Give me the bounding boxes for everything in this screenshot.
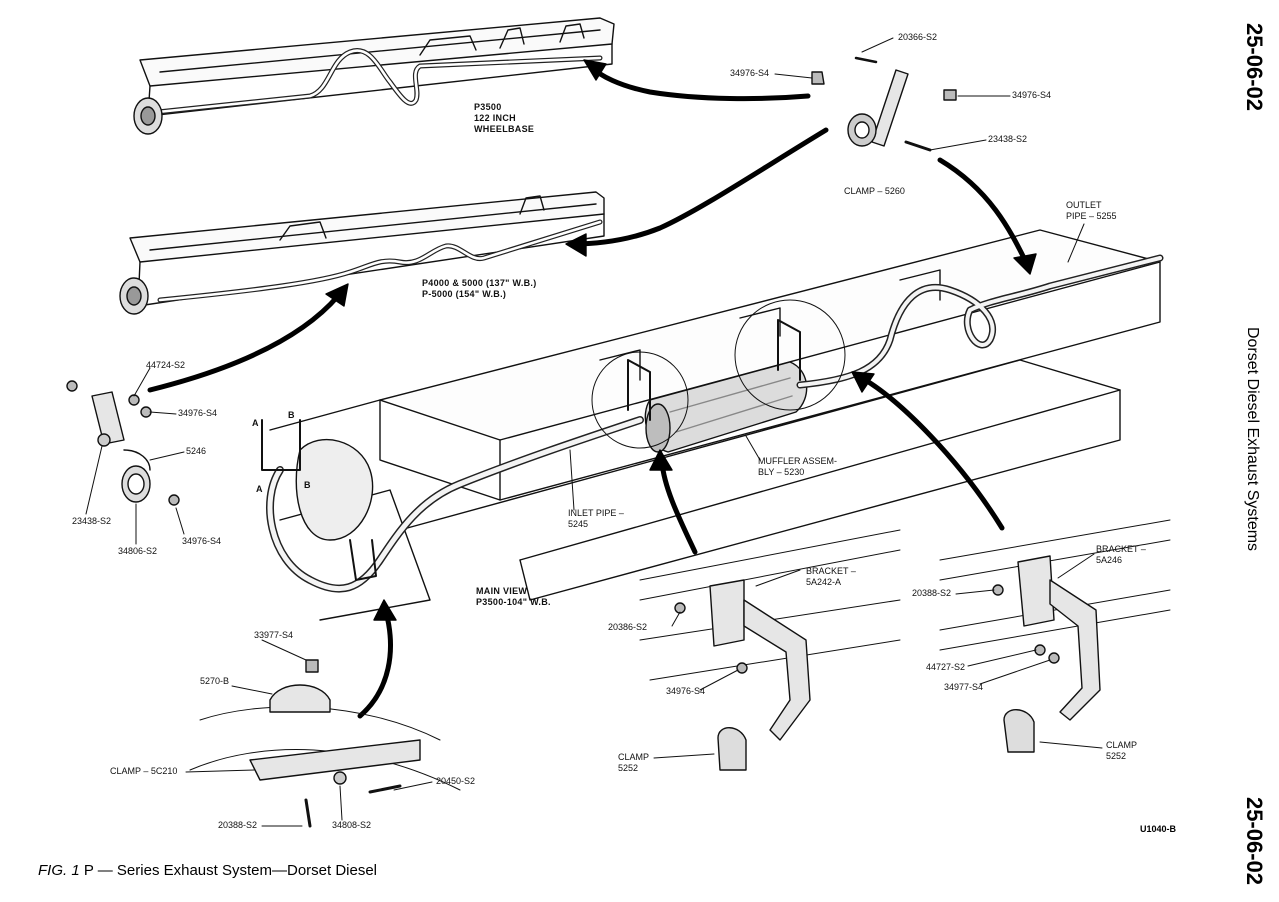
part-34806-s2: 34806-S2 [118,546,158,556]
main-hangers [261,319,801,581]
figure-caption: FIG. 1 P — Series Exhaust System—Dorset … [38,862,377,879]
bracket-5a246-detail [939,519,1171,753]
part-20386-s2: 20386-S2 [608,622,648,632]
page-number-bottom: 25-06-02 [1242,796,1268,886]
part-5246: 5246 [186,446,207,456]
label-clamp-5c210: CLAMP – 5C210 [110,766,178,776]
label-bracket-5a246: BRACKET – 5A246 [1096,544,1146,565]
part-34976-s4-e: 34976-S4 [666,686,706,696]
detail-circle-left [591,351,689,449]
clamp-5260-exploded [811,56,957,152]
label-muffler: MUFFLER ASSEM- BLY – 5230 [758,456,838,477]
label-bracket-5a242: BRACKET – 5A242-A [806,566,856,587]
frame-detail-p4000-5000 [119,191,605,315]
detail-circle-right [734,299,846,411]
part-44724-s2: 44724-S2 [146,360,186,370]
side-title: Dorset Diesel Exhaust Systems [1244,326,1262,552]
part-5270-b: 5270-B [200,676,230,686]
frame-detail-p3500-122 [133,17,615,135]
label-inlet-pipe: INLET PIPE – 5245 [568,508,624,529]
part-20388-s2-b: 20388-S2 [912,588,952,598]
left-hanger-exploded [66,380,180,506]
mark-b-top: B [288,410,295,420]
mark-b-bottom: B [304,480,311,490]
main-view-frame [269,229,1161,621]
figure-caption-text: P — Series Exhaust System—Dorset Diesel [83,862,378,879]
leader-lines [85,37,1103,827]
part-44727-s2: 44727-S2 [926,662,966,672]
drawing-reference: U1040-B [1140,824,1177,834]
label-p3500-122: P3500 122 INCH WHEELBASE [474,102,535,134]
label-clamp-5260: CLAMP – 5260 [844,186,905,196]
label-main-view: MAIN VIEW P3500-104" W.B. [476,586,551,607]
label-clamp-5252-left: CLAMP 5252 [618,752,650,773]
outlet-pipe-5255 [796,254,1164,389]
clamp-5c210-assembly [189,659,461,828]
part-34976-s4-c: 34976-S4 [178,408,218,418]
label-clamp-5252-right: CLAMP 5252 [1106,740,1138,761]
part-34976-s4-a: 34976-S4 [730,68,770,78]
part-34976-s4-b: 34976-S4 [1012,90,1052,100]
part-34976-s4-d: 34976-S4 [182,536,222,546]
part-23438-s2-b: 23438-S2 [72,516,112,526]
page-number-top: 25-06-02 [1242,22,1268,112]
part-20388-s2-a: 20388-S2 [218,820,258,830]
mark-a-top: A [252,418,259,428]
part-33977-s4: 33977-S4 [254,630,294,640]
part-23438-s2-a: 23438-S2 [988,134,1028,144]
label-p4000-5000: P4000 & 5000 (137" W.B.) P-5000 (154" W.… [422,278,537,299]
part-34977-s4: 34977-S4 [944,682,984,692]
part-20450-s2: 20450-S2 [436,776,476,786]
inlet-pipe-5245 [266,416,644,593]
pointer-arrows [147,59,1037,719]
mark-a-bottom: A [256,484,263,494]
part-20366-s2: 20366-S2 [898,32,938,42]
bracket-5a242-detail [639,529,901,771]
figure-number: FIG. 1 [38,862,80,879]
part-34808-s2: 34808-S2 [332,820,372,830]
label-outlet-pipe: OUTLET PIPE – 5255 [1066,200,1117,221]
